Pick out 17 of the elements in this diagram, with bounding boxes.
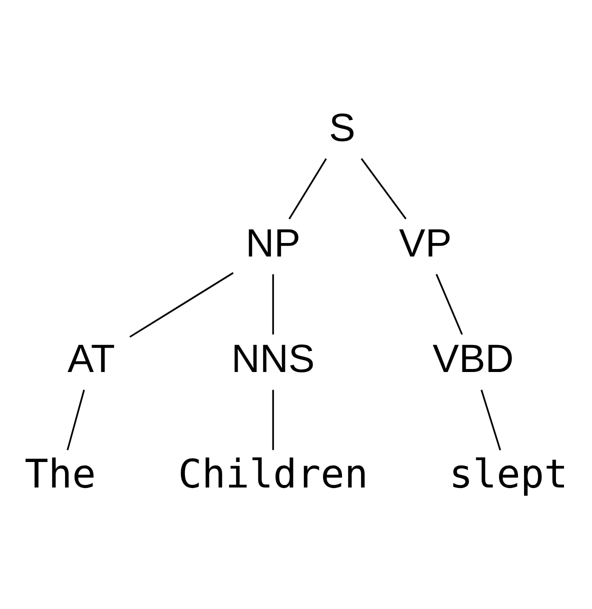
connector (480, 390, 502, 450)
node-text: S (329, 106, 356, 150)
node-text: NP (246, 221, 300, 266)
node-text: AT (68, 337, 116, 382)
connector (272, 390, 274, 450)
connector (66, 390, 85, 450)
node-text: The (24, 452, 96, 498)
connector (436, 274, 463, 335)
connector (288, 158, 327, 220)
connector (272, 274, 274, 334)
connector (129, 272, 234, 338)
connector (360, 158, 407, 220)
node-text: VBD (432, 337, 514, 382)
node-text: slept (449, 452, 568, 498)
node-text: Children (178, 452, 368, 498)
node-text: VP (399, 221, 452, 266)
node-text: NNS (231, 337, 315, 382)
